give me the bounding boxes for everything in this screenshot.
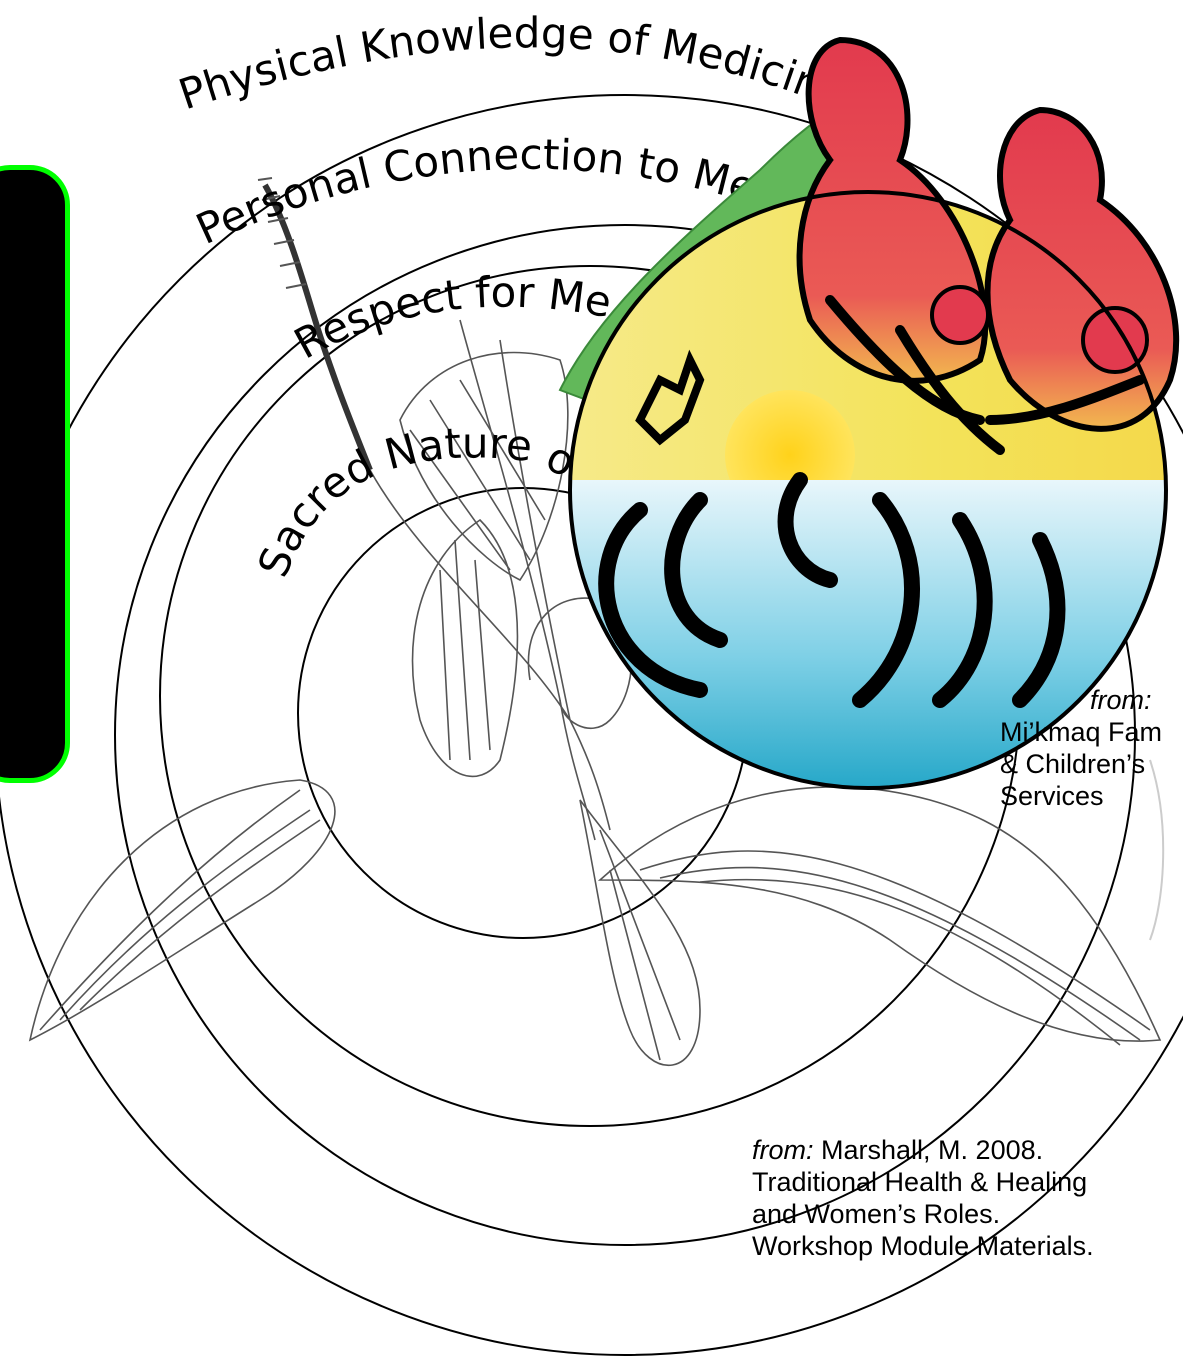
logo-credit-line-1: Mi’kmaq Fam — [1000, 717, 1163, 747]
book-credit: from: Marshall, M. 2008. Traditional Hea… — [752, 1134, 1172, 1262]
book-credit-line-3: Workshop Module Materials. — [752, 1231, 1094, 1261]
child-figure-1 — [930, 285, 990, 345]
logo-credit-line-2: & Children’s — [1000, 749, 1146, 779]
father-figure — [984, 106, 1180, 432]
book-credit-first-line: from: Marshall, M. 2008. — [752, 1134, 1172, 1166]
ring-outer — [0, 94, 1183, 1356]
plantain-plant-drawing — [28, 177, 1162, 1066]
black-panel — [0, 165, 70, 783]
logo-credit-line-3: Services — [1000, 781, 1104, 811]
book-credit-line-1: Traditional Health & Healing — [752, 1167, 1088, 1197]
ring-label-respect: Respect for Me — [286, 268, 615, 369]
child-figure-2 — [1081, 306, 1149, 374]
ring-third — [114, 224, 1136, 1246]
deer-icon — [635, 349, 705, 446]
book-credit-author-year: Marshall, M. 2008. — [821, 1135, 1044, 1165]
ring-label-personal: Personal Connection to Me — [189, 130, 762, 254]
logo-credit-prefix: from: — [1090, 685, 1152, 715]
ring-label-physical: Physical Knowledge of Medicine — [173, 8, 854, 119]
logo-credit: from: Mi’kmaq Fam & Children’s Services — [1000, 684, 1183, 812]
book-credit-line-2: and Women’s Roles. — [752, 1199, 1001, 1229]
book-credit-prefix: from: — [752, 1135, 814, 1165]
